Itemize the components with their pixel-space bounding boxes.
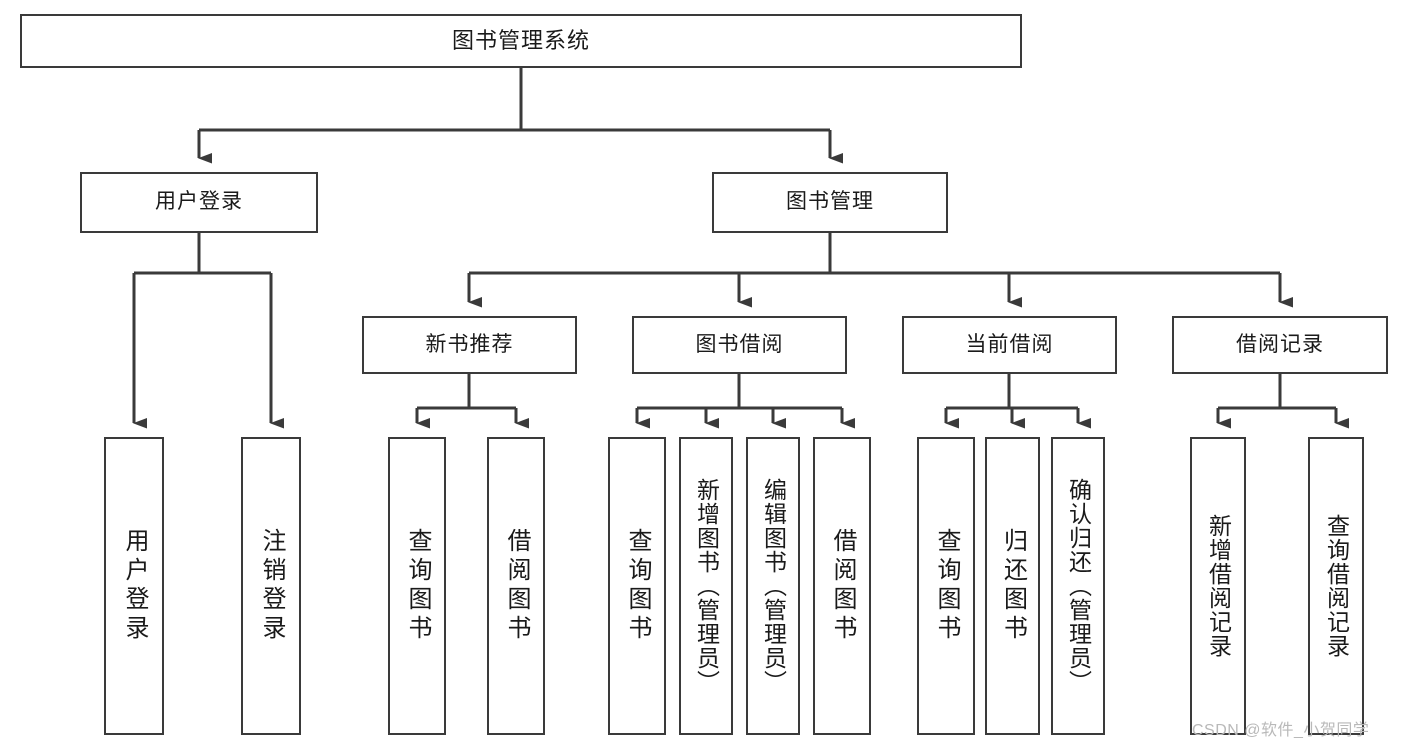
leaf-query-book-borrow-label: 查询图书 [624,528,651,644]
node-user-login-label: 用户登录 [155,190,243,214]
leaf-confirm-return-label: 确认归还（管理员） [1065,478,1092,694]
node-book-borrow-label: 图书借阅 [695,332,784,356]
node-book-manage[interactable]: 图书管理 [712,172,948,233]
leaf-add-record-label: 新增借阅记录 [1205,514,1232,658]
leaf-query-book-current[interactable]: 查询图书 [917,437,975,735]
leaf-query-book-rec-label: 查询图书 [404,528,431,644]
leaf-return-book-label: 归还图书 [999,528,1027,644]
node-new-book-rec[interactable]: 新书推荐 [362,316,577,374]
leaf-edit-book-label: 编辑图书（管理员） [760,478,787,694]
leaf-edit-book[interactable]: 编辑图书（管理员） [746,437,800,735]
leaf-add-book[interactable]: 新增图书（管理员） [679,437,733,735]
leaf-query-book-current-label: 查询图书 [933,528,960,644]
node-root[interactable]: 图书管理系统 [20,14,1022,68]
leaf-query-book-borrow[interactable]: 查询图书 [608,437,666,735]
leaf-return-book[interactable]: 归还图书 [985,437,1040,735]
csdn-watermark: CSDN @软件_小贺同学 [1192,722,1370,739]
node-book-manage-label: 图书管理 [786,190,874,214]
leaf-borrow-book-borrow[interactable]: 借阅图书 [813,437,871,735]
leaf-user-logout[interactable]: 注销登录 [241,437,301,735]
leaf-borrow-book-rec-label: 借阅图书 [503,528,530,644]
leaf-borrow-book-borrow-label: 借阅图书 [829,528,856,644]
node-borrow-record-label: 借阅记录 [1236,332,1324,356]
leaf-add-book-label: 新增图书（管理员） [693,478,720,694]
leaf-user-login[interactable]: 用户登录 [104,437,164,735]
leaf-borrow-book-rec[interactable]: 借阅图书 [487,437,545,735]
node-current-borrow[interactable]: 当前借阅 [902,316,1117,374]
node-root-label: 图书管理系统 [451,28,590,54]
leaf-add-record[interactable]: 新增借阅记录 [1190,437,1246,735]
node-book-borrow[interactable]: 图书借阅 [632,316,847,374]
node-new-book-rec-label: 新书推荐 [425,332,514,356]
node-current-borrow-label: 当前借阅 [965,332,1054,356]
leaf-user-logout-label: 注销登录 [258,528,285,644]
leaf-query-record-label: 查询借阅记录 [1323,514,1350,658]
leaf-query-record[interactable]: 查询借阅记录 [1308,437,1364,735]
leaf-user-login-label: 用户登录 [121,528,148,644]
leaf-confirm-return[interactable]: 确认归还（管理员） [1051,437,1105,735]
node-borrow-record[interactable]: 借阅记录 [1172,316,1388,374]
node-user-login[interactable]: 用户登录 [80,172,318,233]
leaf-query-book-rec[interactable]: 查询图书 [388,437,446,735]
